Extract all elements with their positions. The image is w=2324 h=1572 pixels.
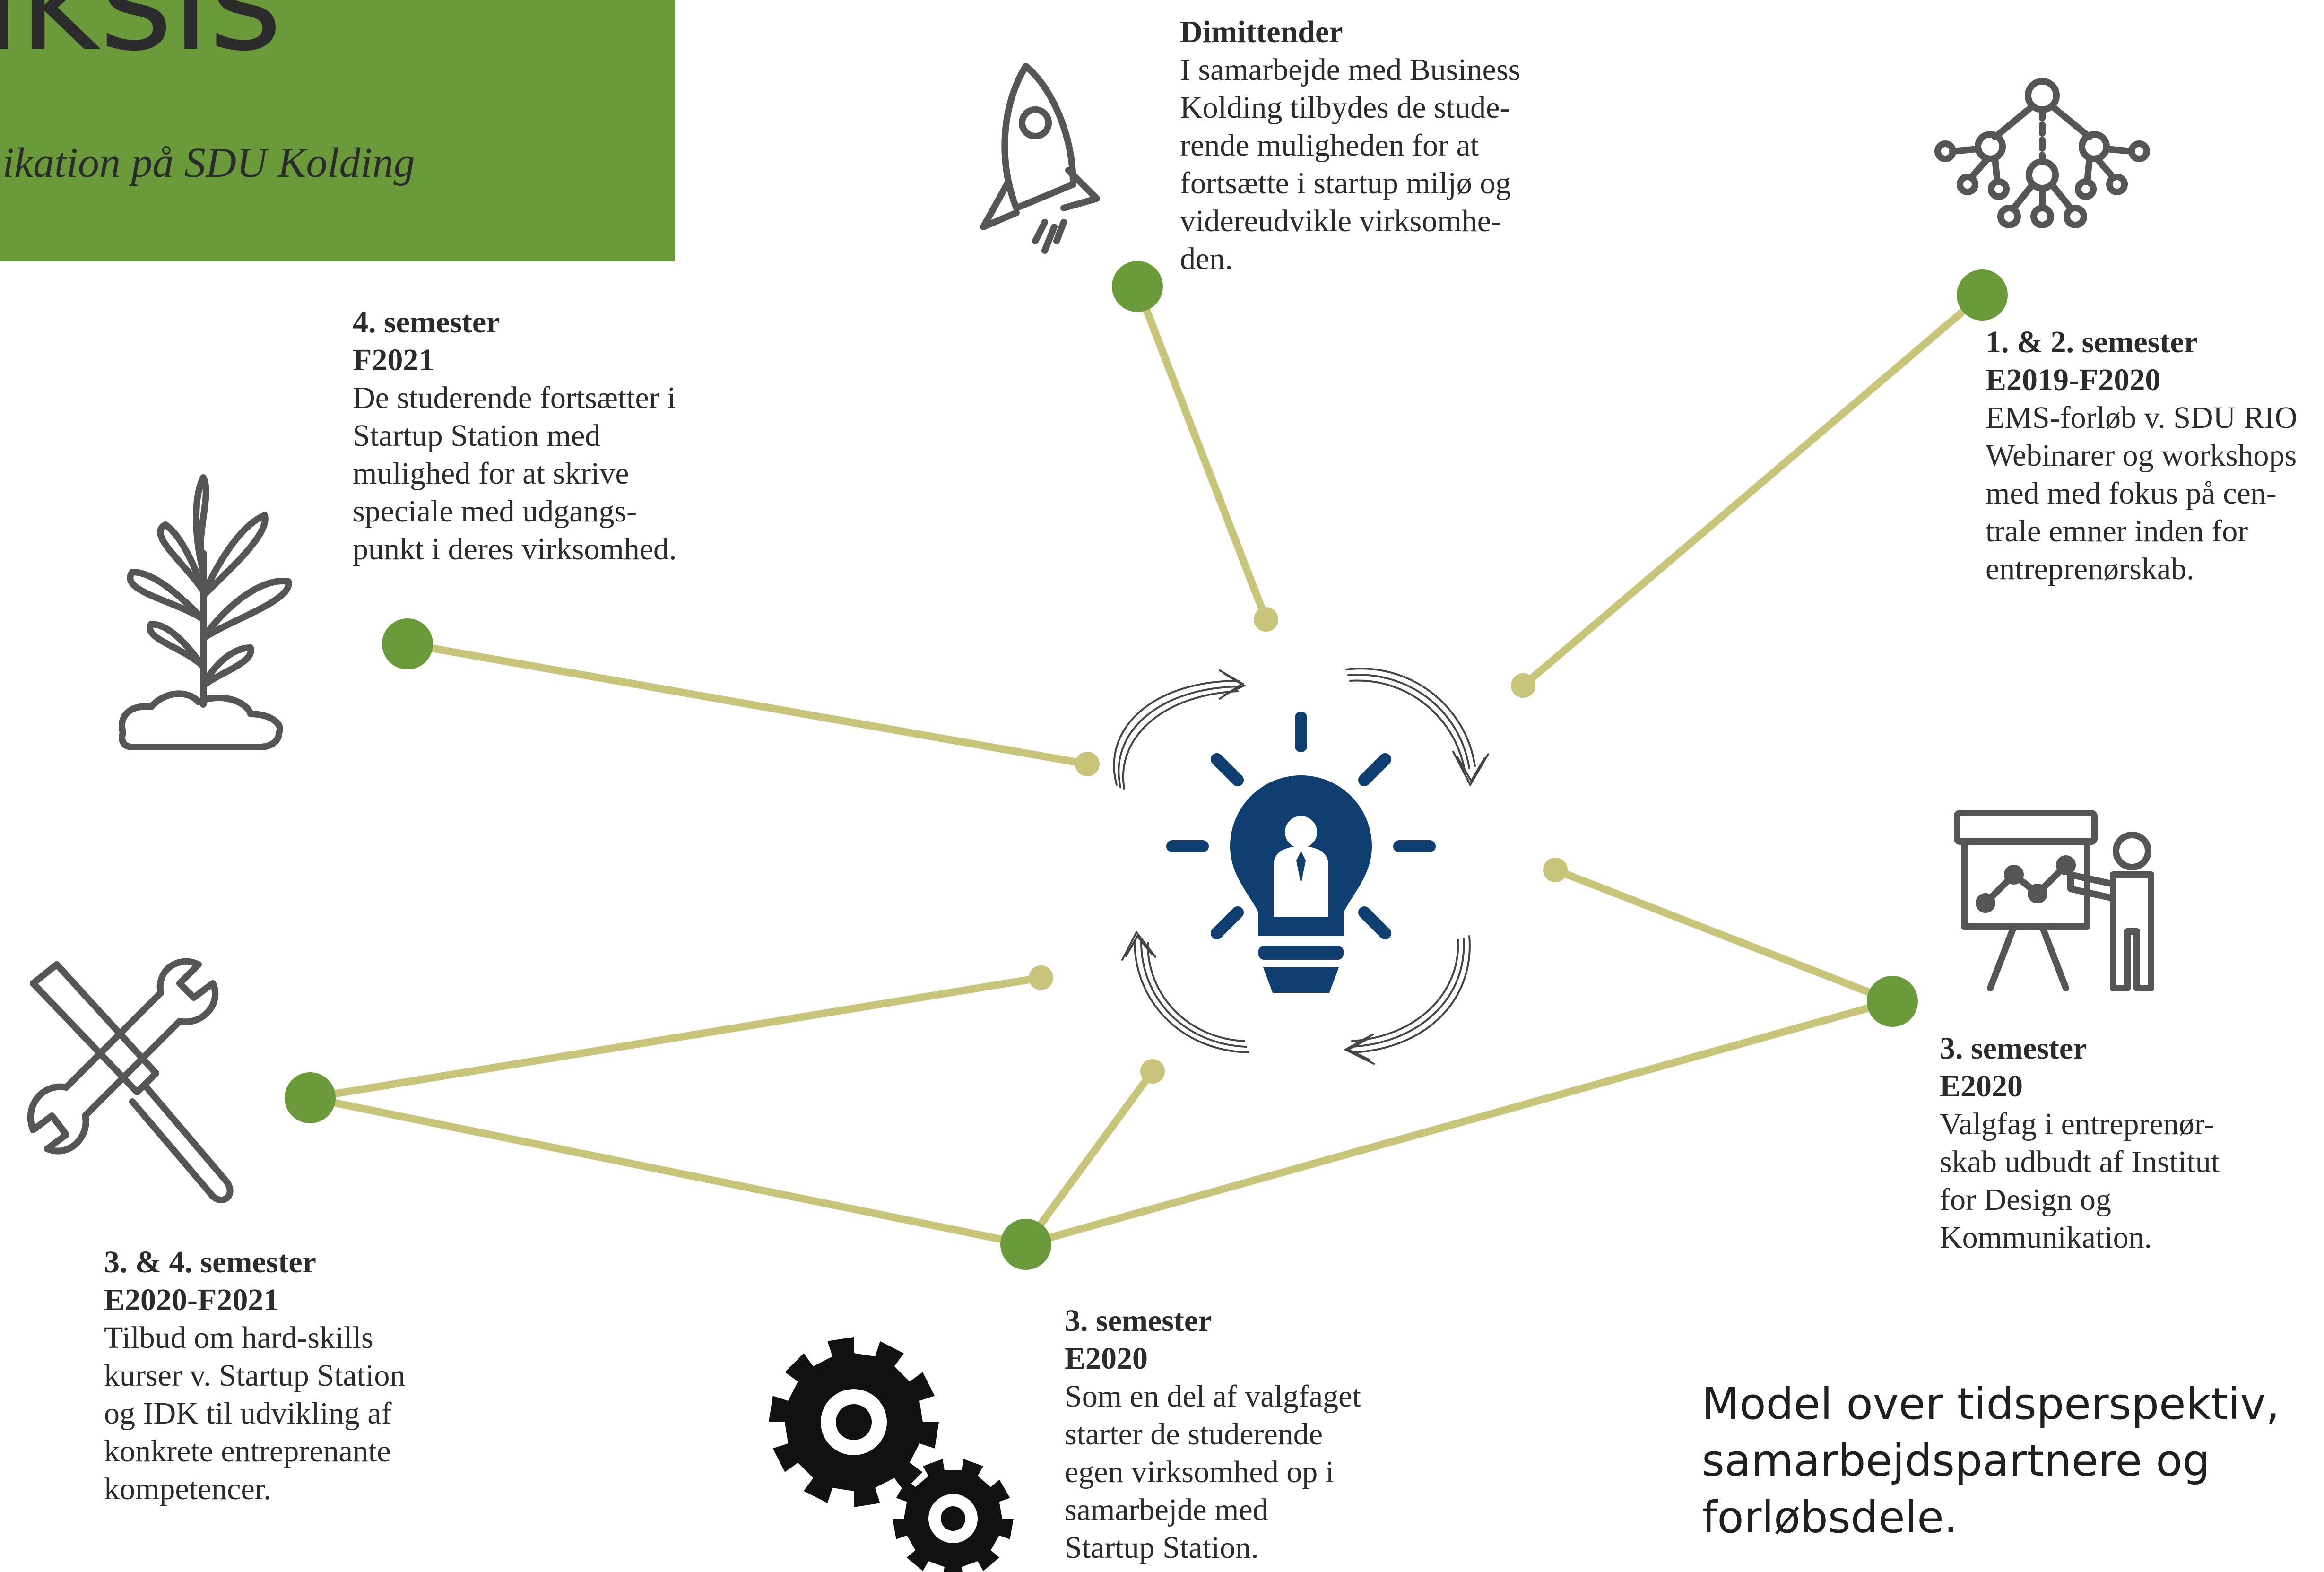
node-heading: E2020: [1065, 1341, 1148, 1376]
network-hierarchy-icon: [1934, 78, 2150, 228]
wrench-screwdriver-icon: [27, 958, 234, 1203]
caption-line: Model over tidsperspektiv,: [1702, 1379, 2280, 1429]
node-heading: 3. & 4. semester: [104, 1245, 316, 1279]
node-body-line: Valgfag i entreprenør-: [1940, 1107, 2215, 1141]
node-heading: 1. & 2. semester: [1986, 325, 2198, 359]
end-dot: [1029, 965, 1053, 990]
node-body-line: starter de studerende: [1065, 1417, 1323, 1451]
node-body-line: Tilbud om hard-skills: [104, 1320, 373, 1355]
node-body-line: Startup Station.: [1065, 1530, 1259, 1565]
connector-hub-to-sem3-valgfag: [1022, 998, 1896, 1248]
lightbulb-person-icon: [1166, 712, 1436, 993]
node-text-sem34: 3. & 4. semester E2020-F2021 Tilbud om h…: [104, 1243, 405, 1508]
node-text-sem3-valgfag: 3. semester E2020 Valgfag i entreprenør-…: [1940, 1030, 2220, 1257]
connector-dimittender: [1134, 283, 1270, 623]
connector-lines: [306, 283, 1986, 1248]
end-dot: [1075, 752, 1100, 776]
connector-sem3-valgfag: [1552, 866, 1896, 1005]
caption-line: samarbejdspartnere og: [1702, 1435, 2210, 1486]
end-dot: [1511, 673, 1535, 698]
node-dot-sem12: [1957, 269, 2008, 321]
title-banner: aksis nikation på SDU Kolding: [0, 0, 675, 261]
node-heading: 3. semester: [1065, 1303, 1212, 1338]
banner-background: [0, 0, 675, 261]
node-body-line: den.: [1180, 242, 1233, 276]
caption-line: forløbsdele.: [1702, 1492, 1958, 1543]
node-body-line: kurser v. Startup Station: [104, 1358, 406, 1393]
rocket-icon: [980, 63, 1100, 254]
node-body-line: rende muligheden for at: [1180, 128, 1479, 163]
node-heading: Dimittender: [1180, 15, 1343, 49]
node-body-line: fortsætte i startup miljø og: [1180, 166, 1511, 200]
end-dot: [1543, 858, 1568, 882]
end-dot: [1254, 607, 1278, 632]
node-text-dimittender: Dimittender I samarbejde med Business Ko…: [1180, 13, 1520, 278]
node-heading: 3. semester: [1940, 1031, 2087, 1066]
node-body-line: punkt i deres virksomhed.: [353, 532, 677, 566]
gears-icon: [769, 1337, 1014, 1572]
gear-hub: [836, 1404, 872, 1440]
end-dot: [1140, 1059, 1165, 1084]
node-dot-sem3-virksomhed: [1000, 1219, 1051, 1270]
node-body-line: mulighed for at skrive: [353, 456, 629, 491]
banner-subtitle: nikation på SDU Kolding: [0, 139, 415, 186]
node-text-sem12: 1. & 2. semester E2019-F2020 EMS-forløb …: [1986, 323, 2297, 588]
node-body-line: samarbejde med: [1065, 1493, 1268, 1527]
node-body-line: og IDK til udvikling af: [104, 1396, 392, 1431]
node-body-line: Webinarer og workshops: [1986, 438, 2297, 473]
presentation-chart-icon: [1954, 810, 2154, 991]
node-body-line: trale emner inden for: [1986, 514, 2248, 548]
node-heading: F2021: [353, 343, 434, 377]
node-dot-dimittender: [1112, 261, 1163, 312]
gear-hub: [941, 1506, 965, 1531]
node-body-line: I samarbejde med Business: [1180, 52, 1521, 87]
node-dots: [285, 261, 2008, 1270]
connector-sem4: [404, 640, 1091, 768]
node-body-line: for Design og: [1940, 1182, 2111, 1217]
node-body-line: kompetencer.: [104, 1472, 271, 1506]
node-body-line: skab udbudt af Institut: [1940, 1145, 2220, 1179]
diagram-caption: Model over tidsperspektiv, samarbejdspar…: [1702, 1376, 2280, 1546]
node-body-line: entreprenørskab.: [1986, 552, 2194, 586]
circular-arrows-icon: [1113, 668, 1489, 1065]
node-heading: 4. semester: [353, 305, 500, 339]
node-dot-sem34: [285, 1072, 336, 1123]
node-body-line: Kommunikation.: [1940, 1220, 2152, 1255]
node-body-line: speciale med udgangs-: [353, 494, 637, 529]
node-text-sem4: 4. semester F2021 De studerende fortsætt…: [353, 304, 677, 568]
node-body-line: EMS-forløb v. SDU RIO: [1986, 400, 2298, 435]
banner-title: aksis: [0, 0, 283, 71]
connector-sem34-to-hub: [306, 1094, 1030, 1248]
node-body-line: videreudvikle virksomhe-: [1180, 204, 1501, 238]
node-heading: E2019-F2020: [1986, 363, 2161, 397]
plant-sprout-icon: [119, 474, 292, 750]
node-body-line: med med fokus på cen-: [1986, 476, 2277, 511]
node-heading: E2020-F2021: [104, 1283, 279, 1317]
node-dot-sem3-valgfag: [1867, 976, 1918, 1027]
node-body-line: konkrete entreprenante: [104, 1434, 391, 1468]
node-dot-sem4: [382, 618, 433, 669]
node-heading: E2020: [1940, 1069, 2023, 1103]
node-text-sem3-virksomhed: 3. semester E2020 Som en del af valgfage…: [1065, 1302, 1361, 1567]
connector-sem12: [1519, 291, 1986, 689]
node-body-line: Startup Station med: [353, 418, 601, 453]
node-body-line: De studerende fortsætter i: [353, 381, 676, 415]
node-body-line: Som en del af valgfaget: [1065, 1379, 1361, 1414]
node-body-line: egen virksomhed op i: [1065, 1455, 1335, 1489]
connector-hub-to-center: [1022, 1068, 1156, 1248]
node-body-line: Kolding tilbydes de stude-: [1180, 90, 1510, 125]
connector-end-dots: [1029, 607, 1568, 1084]
connector-sem34: [306, 974, 1045, 1102]
